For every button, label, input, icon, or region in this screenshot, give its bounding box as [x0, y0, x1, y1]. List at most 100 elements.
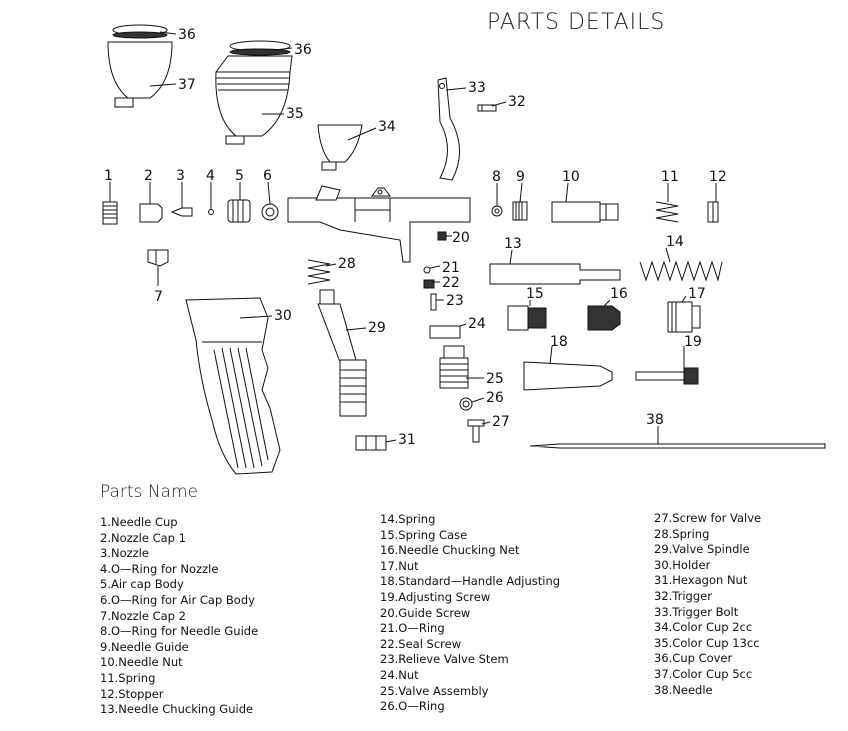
air-cap-body [227, 199, 251, 223]
relieve-valve-stem [430, 293, 437, 311]
valve-spindle [317, 289, 367, 417]
screw-for-valve [467, 419, 485, 443]
parts-list-column-3: 27.Screw for Valve 28.Spring 29.Valve Sp… [654, 511, 761, 698]
list-item: 18.Standard—Handle Adjusting [380, 574, 561, 589]
callout-5: 5 [235, 168, 244, 184]
callout-20: 20 [452, 230, 470, 246]
needle-chucking-guide [489, 263, 621, 285]
holder-handle [185, 297, 281, 475]
list-item: 25.Valve Assembly [380, 683, 489, 698]
callout-28: 28 [338, 256, 356, 272]
list-item: 36.Cup Cover [654, 651, 733, 666]
list-item: 19.Adjusting Screw [380, 589, 491, 604]
list-item: 31.Hexagon Nut [654, 573, 748, 588]
nozzle-cap-2 [147, 249, 169, 267]
list-item: 10.Needle Nut [100, 655, 183, 670]
o-ring-nozzle [208, 209, 214, 215]
list-item: 33.Trigger Bolt [654, 604, 739, 619]
parts-name-heading: Parts Name [100, 482, 198, 502]
list-item: 4.O—Ring for Nozzle [100, 561, 219, 576]
list-item: 32.Trigger [654, 588, 712, 603]
nozzle-cap-1 [139, 203, 163, 223]
callout-37: 37 [178, 77, 196, 93]
adjusting-screw [635, 367, 699, 385]
needle-guide [512, 201, 528, 221]
callout-27: 27 [492, 414, 510, 430]
valve-assembly [439, 345, 469, 389]
callout-2: 2 [144, 168, 153, 184]
airbrush-body [287, 185, 471, 263]
callout-21: 21 [442, 260, 460, 276]
callout-22: 22 [442, 275, 460, 291]
spring-small [655, 201, 679, 223]
needle-nut [551, 201, 619, 223]
callout-16: 16 [610, 286, 628, 302]
standard-handle [523, 361, 613, 391]
callout-33: 33 [468, 80, 486, 96]
list-item: 24.Nut [380, 667, 419, 682]
list-item: 21.O—Ring [380, 621, 445, 636]
list-item: 29.Valve Spindle [654, 542, 750, 557]
parts-list-column-2: 14.Spring 15.Spring Case 16.Needle Chuck… [380, 512, 560, 715]
list-item: 8.O—Ring for Needle Guide [100, 624, 259, 639]
callout-4: 4 [206, 168, 215, 184]
guide-screw [437, 231, 447, 241]
callout-1: 1 [104, 168, 113, 184]
callout-23: 23 [446, 293, 464, 309]
callout-6: 6 [263, 168, 272, 184]
page-title: PARTS DETAILS [487, 10, 666, 35]
cup-cover-small [112, 24, 168, 39]
callout-17: 17 [688, 286, 706, 302]
callout-30: 30 [274, 308, 292, 324]
seal-screw [423, 279, 435, 289]
callout-13: 13 [504, 236, 522, 252]
spring-28 [307, 259, 331, 285]
list-item: 17.Nut [380, 558, 419, 573]
list-item: 34.Color Cup 2cc [654, 620, 753, 635]
o-ring-air-cap [261, 203, 279, 221]
list-item: 23.Relieve Valve Stem [380, 652, 509, 667]
needle-cup [102, 201, 118, 225]
callout-36-small: 36 [178, 27, 196, 43]
callout-19: 19 [684, 334, 702, 350]
list-item: 13.Needle Chucking Guide [100, 702, 254, 717]
list-item: 15.Spring Case [380, 527, 468, 542]
list-item: 14.Spring [380, 512, 436, 526]
color-cup-5cc [107, 41, 173, 108]
parts-list-column-1: 1.Needle Cup 2.Nozzle Cap 1 3.Nozzle 4.O… [100, 515, 258, 718]
needle-chucking-net [587, 305, 621, 331]
callout-8: 8 [492, 169, 501, 185]
list-item: 20.Guide Screw [380, 605, 471, 620]
cup-cover-large [229, 40, 291, 56]
color-cup-13cc [215, 55, 293, 145]
nozzle [170, 207, 193, 217]
color-cup-2cc [317, 124, 363, 171]
trigger-bolt [477, 104, 497, 112]
spring-long [639, 260, 723, 282]
callout-36-large: 36 [294, 42, 312, 58]
list-item: 7.Nozzle Cap 2 [100, 608, 186, 623]
callout-32: 32 [508, 94, 526, 110]
list-item: 9.Needle Guide [100, 639, 189, 654]
spring-case [507, 305, 547, 331]
trigger [437, 77, 461, 181]
nut [667, 301, 701, 333]
stopper [707, 201, 719, 223]
callout-25: 25 [486, 371, 504, 387]
callout-3: 3 [176, 168, 185, 184]
callout-11: 11 [661, 169, 679, 185]
callout-35: 35 [286, 106, 304, 122]
callout-15: 15 [526, 286, 544, 302]
callout-7: 7 [154, 289, 163, 305]
list-item: 1.Needle Cup [100, 515, 178, 529]
list-item: 11.Spring [100, 670, 156, 685]
list-item: 2.Nozzle Cap 1 [100, 530, 186, 545]
nut-24 [429, 325, 461, 339]
list-item: 3.Nozzle [100, 546, 149, 561]
callout-labels: 1 2 3 4 5 6 7 8 9 10 11 12 13 14 15 16 1… [104, 27, 727, 448]
callout-18: 18 [550, 334, 568, 350]
list-item: 12.Stopper [100, 686, 164, 701]
list-item: 38.Needle [654, 682, 713, 697]
callout-38: 38 [646, 412, 664, 428]
